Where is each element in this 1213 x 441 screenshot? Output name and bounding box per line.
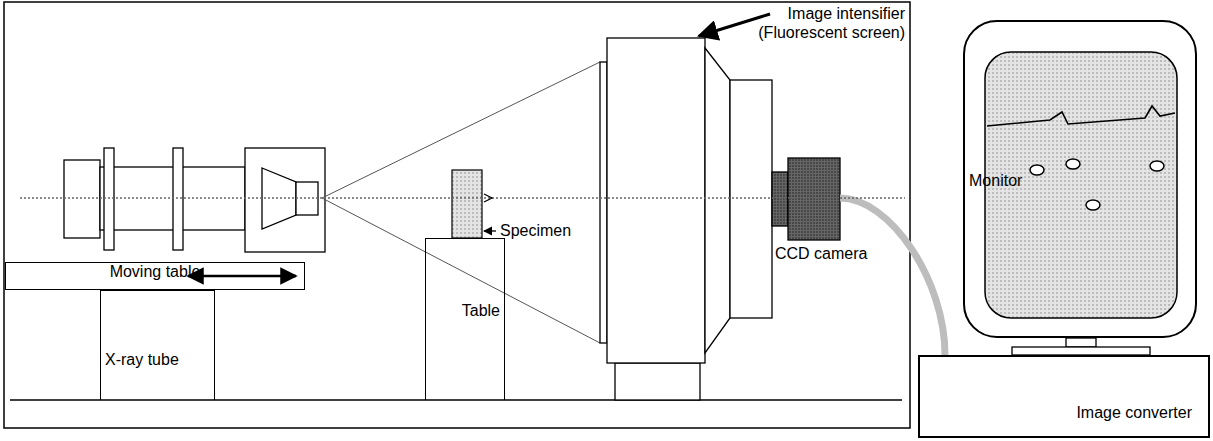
specimen-block <box>452 170 482 238</box>
porosity-dot <box>1150 161 1164 171</box>
axis-arrowhead <box>484 194 492 202</box>
ground-line <box>10 399 902 401</box>
porosity-dot <box>1066 159 1080 169</box>
monitor-drawing <box>985 52 1177 355</box>
porosity-dot <box>1030 165 1044 175</box>
part-label: Specimen <box>500 221 571 240</box>
intensifier-body <box>607 38 705 363</box>
image-intensifier-drawing <box>600 38 840 400</box>
weld-crack <box>987 106 1175 126</box>
tube-ring <box>173 148 183 250</box>
intensifier-stand <box>615 363 700 400</box>
tube-head-frame <box>245 148 325 252</box>
figure-frame <box>4 2 910 428</box>
node-label: Table <box>462 302 500 320</box>
tube-nozzle <box>296 182 318 215</box>
tube-end-cap <box>64 160 100 238</box>
optical-axis <box>20 197 905 198</box>
specimen-table: Table <box>425 238 505 400</box>
x-ray-tube-drawing <box>64 148 325 252</box>
x-ray-tube-stand: X-ray tube <box>100 290 215 400</box>
node-label: X-ray tube <box>105 351 179 369</box>
ccd-camera-body <box>788 158 840 240</box>
tube-cone <box>262 168 296 229</box>
specimen-pointer <box>484 230 496 231</box>
node-label: Image converter <box>1076 404 1192 422</box>
part-label: CCD camera <box>775 244 867 263</box>
intensifier-neck <box>730 80 772 318</box>
monitor-neck <box>1066 338 1096 347</box>
intensifier-taper <box>705 48 730 353</box>
node-label: Monitor <box>969 172 1022 190</box>
fluorescent-screen <box>600 62 607 343</box>
moving-table-box: Moving table <box>5 262 305 290</box>
signal-cable <box>840 198 945 355</box>
node-label: Moving table <box>110 263 201 281</box>
tube-ring <box>104 148 114 250</box>
camera-mount <box>772 172 788 226</box>
monitor-base <box>1012 347 1150 355</box>
image-converter-box: Image converter <box>918 355 1210 438</box>
porosity-dot <box>1086 200 1100 210</box>
part-label: Image intensifier (Fluorescent screen) <box>705 4 905 42</box>
motion-arrow <box>188 275 296 278</box>
monitor-housing: Monitor <box>963 20 1197 338</box>
